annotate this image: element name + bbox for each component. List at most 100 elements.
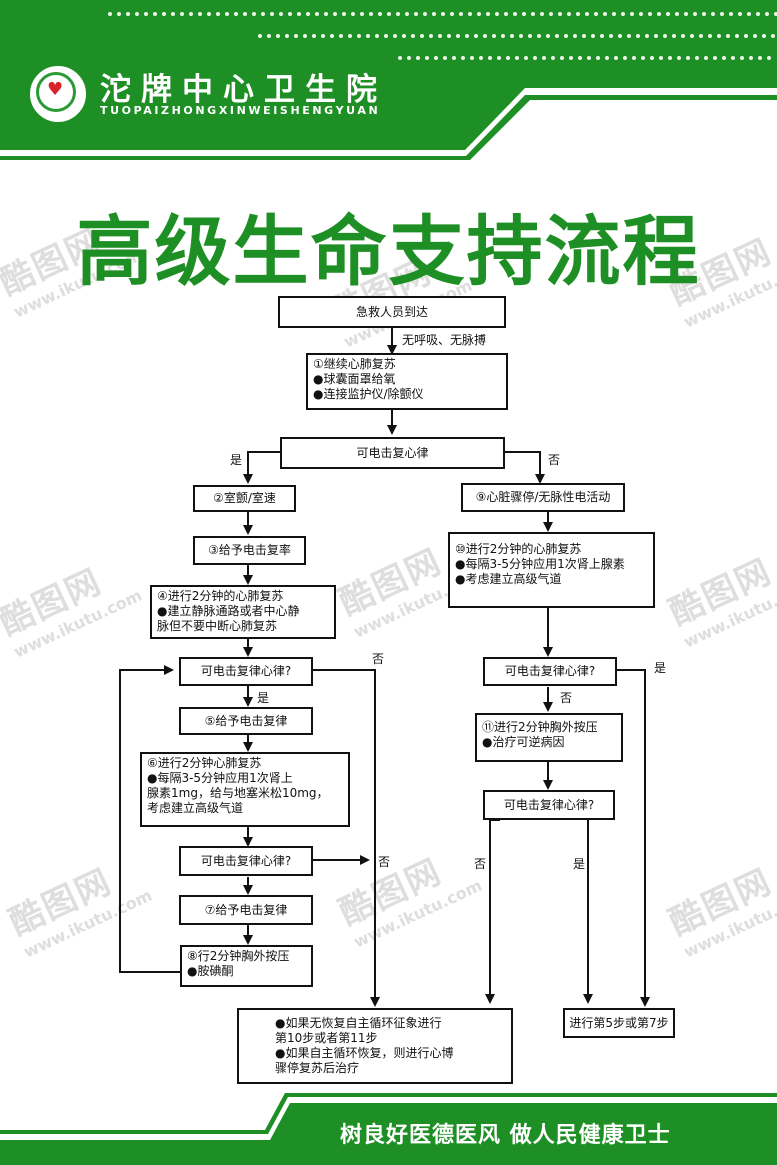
step-4-line: 脉但不要中断心肺复苏: [157, 619, 278, 633]
header-dot: [591, 34, 595, 38]
header-dot: [735, 34, 739, 38]
header-dot: [252, 12, 256, 16]
outcome-go-label: 进行第5步或第7步: [569, 1015, 669, 1030]
header-dot: [560, 56, 564, 60]
step-5-shock: ⑤给予电击复律: [179, 707, 313, 735]
decision-shockable-rhythm-4: 可电击复律心律?: [483, 790, 615, 820]
header-dot: [582, 34, 586, 38]
header-dot: [765, 12, 769, 16]
header-dot: [596, 56, 600, 60]
header-dot: [569, 56, 573, 60]
header-dot: [258, 34, 262, 38]
header-dot: [762, 34, 766, 38]
header-dot: [459, 12, 463, 16]
outcome-go-to-step-5-or-7: 进行第5步或第7步: [563, 1008, 675, 1038]
step-6-line: 腺素1mg，给与地塞米松10mg，: [147, 786, 329, 800]
header-dot: [351, 12, 355, 16]
decision-shockable-rhythm-1: 可电击复律心律?: [179, 657, 313, 686]
header-dot: [654, 34, 658, 38]
header-dot: [510, 34, 514, 38]
step-4-line: ●建立静脉通路或者中心静: [157, 604, 300, 618]
header-dot: [468, 12, 472, 16]
header-dot: [747, 12, 751, 16]
header-dot: [279, 12, 283, 16]
header-dot: [144, 12, 148, 16]
hospital-pinyin: TUOPAIZHONGXINWEISHENGYUAN: [100, 104, 381, 117]
label-yes: 是: [257, 691, 270, 705]
header-dot: [645, 34, 649, 38]
header-dot: [492, 34, 496, 38]
header-dot: [225, 12, 229, 16]
header-dot: [578, 56, 582, 60]
outcome-line: ●如果自主循环恢复，则进行心博: [275, 1046, 454, 1060]
header-dot: [452, 56, 456, 60]
step-9-asystole-pea: ⑨心脏骤停/无脉性电活动: [461, 483, 625, 512]
step-10-line: ●每隔3-5分钟应用1次肾上腺素: [455, 557, 625, 571]
step-3-label: ③给予电击复率: [208, 543, 291, 557]
header-dot: [555, 34, 559, 38]
header-dot: [360, 12, 364, 16]
header-dot: [533, 56, 537, 60]
header-dot: [450, 12, 454, 16]
arrow: [243, 451, 282, 484]
header-dot: [684, 12, 688, 16]
header-dot: [294, 34, 298, 38]
header-dot: [425, 56, 429, 60]
header-dot: [135, 12, 139, 16]
header-dot: [522, 12, 526, 16]
header-dot: [668, 56, 672, 60]
step-6-line: ⑥进行2分钟心肺复苏: [147, 756, 262, 770]
header-dot: [470, 56, 474, 60]
header-dot: [434, 56, 438, 60]
header-dot: [303, 34, 307, 38]
header-dot: [738, 12, 742, 16]
header-dot: [501, 34, 505, 38]
header-dot: [162, 12, 166, 16]
header-dot: [216, 12, 220, 16]
header-dot: [672, 34, 676, 38]
outcome-next-steps: ●如果无恢复自主循环征象进行 第10步或者第11步 ●如果自主循环恢复，则进行心…: [237, 1008, 513, 1084]
header-dot: [306, 12, 310, 16]
header-dot: [558, 12, 562, 16]
header-dot: [630, 12, 634, 16]
header-dot: [632, 56, 636, 60]
arrow: [502, 451, 545, 484]
page-title: 高级生命支持流程: [76, 207, 701, 296]
header-dot: [416, 56, 420, 60]
header-dot: [663, 34, 667, 38]
header-dot: [396, 12, 400, 16]
decision-2-label: 可电击复律心律?: [200, 853, 292, 868]
header-dot: [402, 34, 406, 38]
header-dot: [477, 12, 481, 16]
step-6-line: ●每隔3-5分钟应用1次肾上: [147, 771, 293, 785]
header-dot: [677, 56, 681, 60]
header-dot: [659, 56, 663, 60]
step-6-cpr: ⑥进行2分钟心肺复苏 ●每隔3-5分钟应用1次肾上 腺素1mg，给与地塞米松10…: [140, 752, 350, 827]
header-dot: [713, 56, 717, 60]
header-dot: [267, 34, 271, 38]
header-dot: [357, 34, 361, 38]
header-dot: [600, 34, 604, 38]
header-dot: [297, 12, 301, 16]
header-dot: [585, 12, 589, 16]
header-dot: [722, 56, 726, 60]
header-dot: [528, 34, 532, 38]
header-dot: [339, 34, 343, 38]
label-yes: 是: [230, 453, 243, 467]
header-dot: [342, 12, 346, 16]
header-dot: [546, 34, 550, 38]
arrow: [485, 819, 500, 1004]
header-dot: [474, 34, 478, 38]
header-dot: [621, 12, 625, 16]
header-dot: [447, 34, 451, 38]
header-dot: [771, 34, 775, 38]
header-dot: [378, 12, 382, 16]
header-dot: [384, 34, 388, 38]
header-dot: [393, 34, 397, 38]
edge-label-no-breathing: 无呼吸、无脉搏: [402, 333, 487, 347]
header-dot: [321, 34, 325, 38]
header-dot: [717, 34, 721, 38]
outcome-line: 第10步或者第11步: [275, 1031, 378, 1045]
header-dot: [423, 12, 427, 16]
